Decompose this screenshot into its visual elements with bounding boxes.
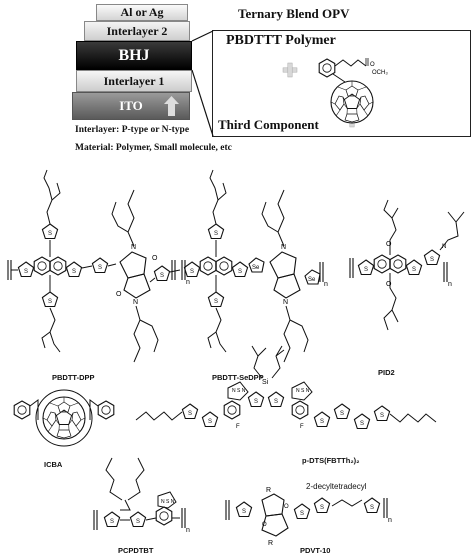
blend-box [212, 30, 471, 137]
pcbm-molecule: O OCH₃ [318, 58, 388, 124]
svg-text:N: N [281, 244, 286, 251]
svg-text:N: N [131, 244, 136, 251]
structure-pcpdtbt: N S N n [93, 457, 190, 534]
svg-text:O: O [152, 255, 158, 262]
svg-text:O: O [116, 291, 122, 298]
polymer-label: PBDTTT Polymer [226, 33, 336, 48]
layer-bhj: BHJ [76, 41, 192, 70]
label-pid2: PID2 [378, 368, 395, 377]
svg-text:O: O [386, 241, 392, 248]
label-p-dts: p-DTS(FBTTh₂)₂ [302, 456, 360, 465]
repeat-n-7: n [388, 517, 392, 524]
ito-arrow-icon [164, 96, 179, 116]
connector-lines [191, 30, 214, 137]
repeat-n-6: n [186, 527, 190, 534]
third-component-label: Third Component [218, 117, 319, 132]
svg-text:N: N [133, 299, 138, 306]
blend-title: Ternary Blend OPV [238, 6, 350, 21]
structure-pid2: O O N n [349, 199, 465, 331]
interlayer-note: Interlayer: P-type or N-type [75, 125, 190, 135]
svg-text:R: R [266, 487, 271, 494]
plus-icon-1 [282, 62, 298, 78]
label-pcpdtbt: PCPDTBT [118, 546, 154, 555]
svg-text:N S N: N S N [161, 499, 175, 505]
layer-electrode: Al or Ag [96, 4, 188, 21]
label-icba: ICBA [44, 460, 63, 469]
structure-icba [13, 389, 115, 447]
structure-pbdtt-dpp: N N O O n [7, 169, 190, 363]
repeat-n-2: n [324, 281, 328, 288]
svg-text:R: R [268, 540, 273, 547]
svg-text:F: F [300, 424, 304, 430]
material-note: Material: Polymer, Small molecule, etc [75, 143, 232, 153]
layer-interlayer-2: Interlayer 2 [84, 21, 190, 41]
svg-text:Se: Se [308, 277, 316, 283]
svg-text:N S N: N S N [296, 388, 310, 394]
ester-oxygen: O [370, 62, 375, 68]
label-pbdtt-sedpp: PBDTT-SeDPP [212, 373, 264, 382]
layer-interlayer-1: Interlayer 1 [76, 70, 192, 92]
repeat-n-1: n [186, 279, 190, 286]
label-pbdtt-dpp: PBDTT-DPP [52, 373, 95, 382]
svg-text:Se: Se [252, 265, 260, 271]
svg-text:N S N: N S N [232, 388, 246, 394]
repeat-n-3: n [448, 281, 452, 288]
label-pdvt-chain: 2-decyltetradecyl [306, 482, 367, 491]
svg-text:O: O [262, 522, 267, 528]
svg-text:N: N [442, 244, 446, 250]
svg-text:Si: Si [262, 379, 269, 386]
structure-pdvt-10: R R O O n [225, 487, 392, 547]
svg-text:F: F [236, 424, 240, 430]
svg-text:N: N [283, 299, 288, 306]
svg-text:O: O [386, 281, 392, 288]
structure-pbdtt-sedpp: Se N N Se n [171, 169, 328, 363]
structure-p-dts: Si N S N N S N F F [135, 345, 437, 430]
label-pdvt-10: PDVT-10 [300, 546, 331, 555]
ester-methoxy: OCH₃ [372, 70, 388, 76]
svg-text:O: O [284, 504, 289, 510]
